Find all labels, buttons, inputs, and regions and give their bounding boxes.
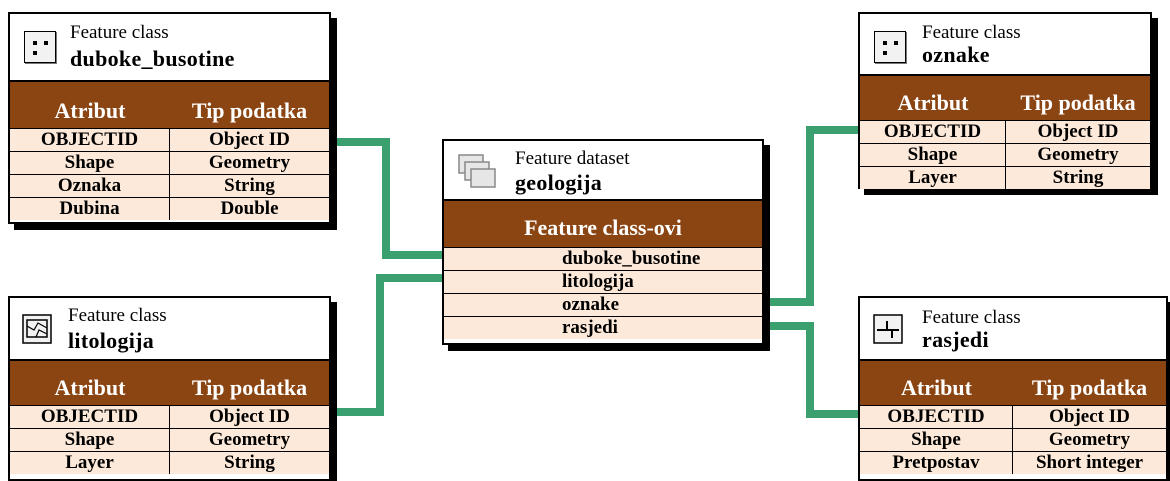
- attribute-name: OBJECTID: [10, 129, 170, 151]
- list-item-rasjedi[interactable]: rasjedi: [444, 316, 762, 339]
- feature-class-name: oznake: [922, 42, 990, 67]
- attribute-name: Layer: [860, 167, 1006, 189]
- attribute-table-header: Atribut Tip podatka: [10, 82, 329, 128]
- attribute-name: Shape: [10, 429, 170, 451]
- attribute-type: Geometry: [1037, 144, 1119, 165]
- feature-class-header: Feature class oznake: [860, 14, 1150, 76]
- feature-dataset-icon: [458, 154, 496, 188]
- column-header-atribut: Atribut: [897, 90, 969, 115]
- feature-class-header: Feature class duboke_busotine: [10, 14, 329, 82]
- attribute-row: Dubina Double: [10, 197, 329, 220]
- feature-classes-header: Feature class-ovi: [444, 201, 762, 247]
- attribute-row: Layer String: [10, 451, 329, 474]
- attribute-type: Object ID: [1037, 121, 1119, 142]
- feature-class-oznake[interactable]: Feature class oznake Atribut Tip podatka…: [858, 12, 1152, 189]
- attribute-row: Shape Geometry: [860, 428, 1166, 451]
- attribute-name: Shape: [860, 144, 1006, 166]
- attribute-name: Pretpostav: [860, 452, 1013, 474]
- attribute-name: Shape: [860, 429, 1013, 451]
- attribute-rows: OBJECTID Object ID Shape Geometry Pretpost…: [860, 405, 1166, 474]
- attribute-type: Geometry: [208, 152, 291, 173]
- attribute-rows: OBJECTID Object ID Shape Geometry Layer Str…: [860, 120, 1150, 189]
- attribute-row: Shape Geometry: [10, 151, 329, 174]
- attribute-name: OBJECTID: [10, 406, 170, 428]
- feature-class-header: Feature class litologija: [10, 298, 329, 361]
- feature-class-name: rasjedi: [922, 327, 989, 352]
- column-header-atribut: Atribut: [901, 375, 972, 400]
- line-feature-icon: [873, 314, 903, 344]
- feature-class-duboke-busotine[interactable]: Feature class duboke_busotine Atribut Ti…: [8, 12, 331, 224]
- feature-class-litologija[interactable]: Feature class litologija Atribut Tip pod…: [8, 296, 331, 481]
- polygon-feature-icon: [22, 314, 52, 344]
- attribute-rows: OBJECTID Object ID Shape Geometry Layer Str…: [10, 405, 329, 474]
- attribute-row: Shape Geometry: [10, 428, 329, 451]
- attribute-type: Object ID: [209, 406, 290, 427]
- feature-class-kind: Feature class: [922, 307, 1021, 328]
- feature-class-kind: Feature class: [70, 22, 169, 43]
- feature-class-kind: Feature class: [68, 305, 167, 326]
- connector-oznake: [764, 126, 858, 306]
- attribute-type: Geometry: [1048, 429, 1131, 450]
- attribute-row: Shape Geometry: [860, 143, 1150, 166]
- feature-dataset-kind: Feature dataset: [515, 148, 630, 169]
- attribute-type: Short integer: [1035, 452, 1144, 473]
- attribute-type: Double: [220, 198, 279, 219]
- column-header-atribut: Atribut: [54, 98, 126, 123]
- connector-litologija: [331, 274, 442, 416]
- column-header-tip-podatka: Tip podatka: [1020, 90, 1136, 115]
- list-item-duboke-busotine[interactable]: duboke_busotine: [444, 247, 762, 270]
- attribute-name: Oznaka: [10, 175, 170, 197]
- connector-rasjedi: [764, 322, 858, 418]
- attribute-row: OBJECTID Object ID: [860, 405, 1166, 428]
- column-header-tip-podatka: Tip podatka: [191, 98, 308, 123]
- feature-class-list: duboke_busotine litologija oznake rasjed…: [444, 247, 762, 339]
- column-header-atribut: Atribut: [54, 375, 126, 400]
- attribute-type: Geometry: [208, 429, 291, 450]
- attribute-name: OBJECTID: [860, 121, 1006, 143]
- feature-dataset-name: geologija: [515, 170, 603, 195]
- feature-class-rasjedi[interactable]: Feature class rasjedi Atribut Tip podatk…: [858, 296, 1168, 481]
- point-feature-icon: [24, 31, 56, 63]
- feature-class-name: duboke_busotine: [70, 46, 235, 71]
- attribute-row: OBJECTID Object ID: [860, 120, 1150, 143]
- connector-duboke-busotine: [331, 138, 442, 259]
- attribute-name: Dubina: [10, 198, 170, 220]
- attribute-row: OBJECTID Object ID: [10, 128, 329, 151]
- list-item-litologija[interactable]: litologija: [444, 270, 762, 293]
- point-feature-icon: [874, 31, 906, 63]
- attribute-type: Object ID: [1049, 406, 1130, 427]
- attribute-name: Layer: [10, 452, 170, 474]
- feature-dataset-geologija[interactable]: Feature dataset geologija Feature class-…: [442, 139, 764, 345]
- column-header-tip-podatka: Tip podatka: [191, 375, 308, 400]
- attribute-row: Pretpostav Short integer: [860, 451, 1166, 474]
- feature-class-kind: Feature class: [922, 22, 1021, 43]
- feature-dataset-header: Feature dataset geologija: [444, 141, 762, 201]
- attribute-row: Layer String: [860, 166, 1150, 189]
- attribute-type: String: [224, 175, 275, 196]
- attribute-type: Object ID: [209, 129, 290, 150]
- attribute-table-header: Atribut Tip podatka: [860, 361, 1166, 405]
- attribute-name: OBJECTID: [860, 406, 1013, 428]
- attribute-row: Oznaka String: [10, 174, 329, 197]
- attribute-table-header: Atribut Tip podatka: [860, 76, 1150, 120]
- feature-class-header: Feature class rasjedi: [860, 298, 1166, 361]
- column-header-tip-podatka: Tip podatka: [1031, 375, 1148, 400]
- attribute-row: OBJECTID Object ID: [10, 405, 329, 428]
- list-item-oznake[interactable]: oznake: [444, 293, 762, 316]
- attribute-rows: OBJECTID Object ID Shape Geometry Oznaka St…: [10, 128, 329, 220]
- attribute-name: Shape: [10, 152, 170, 174]
- attribute-type: String: [224, 452, 275, 473]
- attribute-table-header: Atribut Tip podatka: [10, 361, 329, 405]
- feature-class-name: litologija: [68, 328, 155, 353]
- attribute-type: String: [1052, 167, 1104, 188]
